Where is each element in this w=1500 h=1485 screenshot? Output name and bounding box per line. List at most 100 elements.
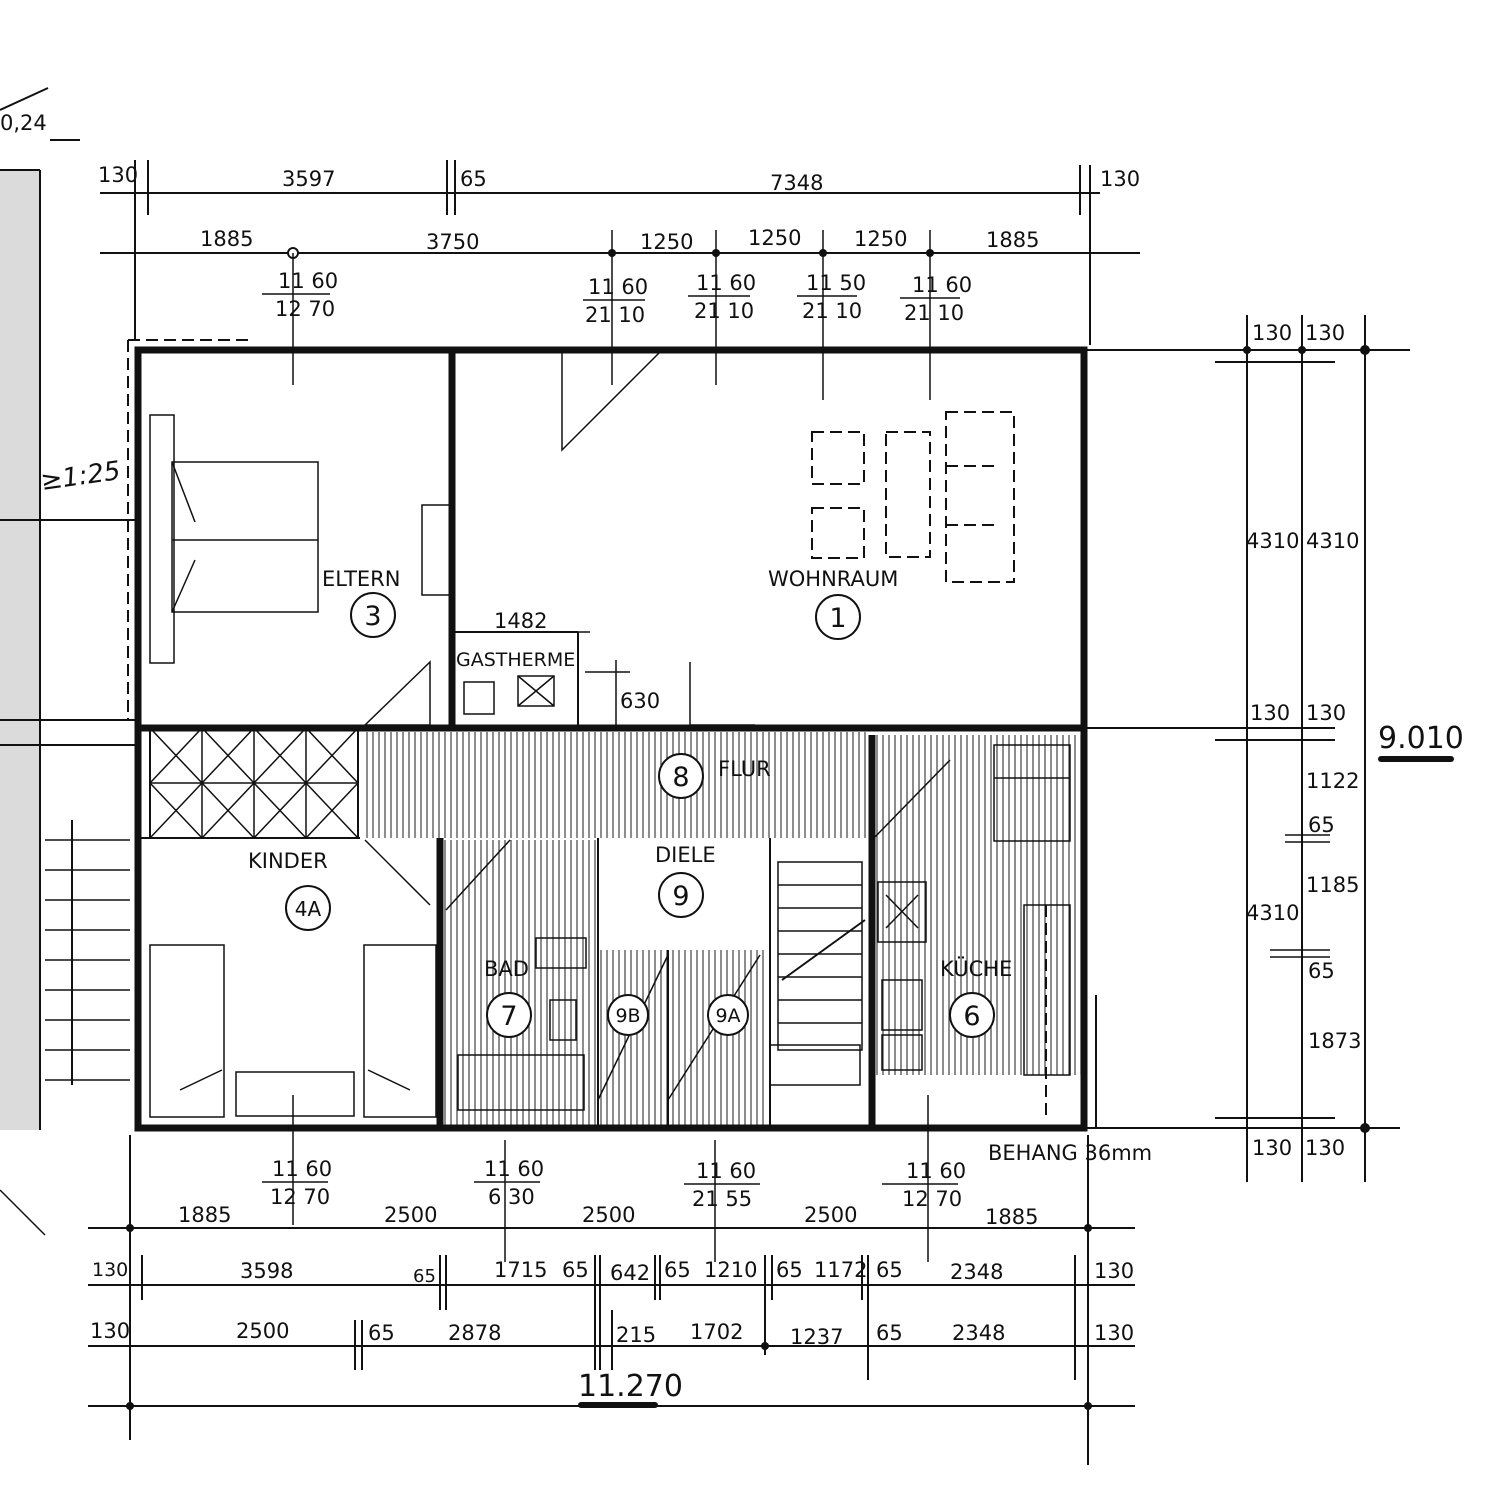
svg-text:11 60: 11 60 (912, 273, 972, 297)
dim-right-inner-2: 130 (1306, 701, 1346, 725)
dim-bottom3-6: 1237 (790, 1325, 843, 1349)
dim-top2-0: 1885 (200, 227, 253, 251)
opening-dim-top-4: 11 60 21 10 (900, 273, 972, 325)
sink (535, 937, 587, 969)
dim-bottom2-3: 1715 (494, 1258, 547, 1282)
svg-text:21 55: 21 55 (692, 1187, 752, 1211)
room-labels: ELTERN 3 WOHNRAUM 1 KINDER 4A FLUR 8 DIE… (248, 567, 1012, 1038)
svg-text:6 30: 6 30 (488, 1185, 535, 1209)
dim-1482: 1482 (494, 609, 547, 633)
nightstand (421, 504, 451, 596)
room-label-eltern: ELTERN (322, 567, 400, 591)
dim-bottom3-5: 1702 (690, 1320, 743, 1344)
svg-text:21 10: 21 10 (904, 301, 964, 325)
dim-bottom2-7: 1210 (704, 1258, 757, 1282)
room-number-eltern: 3 (364, 601, 381, 632)
dim-top1-0: 130 (98, 163, 138, 187)
door-eltern (363, 660, 431, 726)
svg-text:11 50: 11 50 (806, 271, 866, 295)
dim-bottom3-7: 65 (876, 1321, 903, 1345)
dim-bottom2-1: 3598 (240, 1259, 293, 1283)
dim-top1-3: 7348 (770, 171, 823, 195)
opening-dim-bottom-2: 11 60 21 55 (684, 1159, 760, 1211)
room-number-diele: 9 (672, 881, 689, 912)
desk (235, 1071, 355, 1117)
left-adjacent-structure: 0,24 ≥1:25 (0, 87, 135, 1236)
furniture (149, 411, 1097, 1128)
toilet (549, 999, 577, 1041)
dim-right-inner-8: 130 (1305, 1136, 1345, 1160)
dim-bottom2-10: 65 (876, 1258, 903, 1282)
svg-text:11 60: 11 60 (278, 269, 338, 293)
dim-bottom3-8: 2348 (952, 1321, 1005, 1345)
dim-top2-2: 1250 (640, 230, 693, 254)
dim-bottom1-3: 2500 (804, 1203, 857, 1227)
room-label-kinder: KINDER (248, 849, 328, 873)
svg-text:21 10: 21 10 (585, 303, 645, 327)
dim-right-outer-0: 130 (1252, 321, 1292, 345)
dim-top2-3: 1250 (748, 226, 801, 250)
dim-top1-4: 130 (1100, 167, 1140, 191)
corner-dimension-label: 0,24 (0, 111, 47, 135)
double-bed (149, 414, 175, 664)
dim-bottom3-2: 65 (368, 1321, 395, 1345)
svg-text:21 10: 21 10 (802, 299, 862, 323)
dim-bottom3-9: 130 (1094, 1321, 1134, 1345)
dim-bottom3-1: 2500 (236, 1319, 289, 1343)
wardrobe-block (149, 727, 359, 839)
dim-bottom1-4: 1885 (985, 1205, 1038, 1229)
room-label-gastherme: GASTHERME (456, 649, 575, 671)
dim-right-inner-0: 130 (1305, 321, 1345, 345)
sofa (945, 411, 1015, 583)
behang-label: BEHANG 36mm (988, 1141, 1152, 1165)
child-bed (363, 944, 437, 1118)
dim-bottom2-0: 130 (92, 1259, 128, 1281)
bathtub (457, 1054, 585, 1111)
dim-right-inner-3: 1122 (1306, 769, 1359, 793)
svg-text:11 60: 11 60 (484, 1157, 544, 1181)
opening-dim-top-1: 11 60 21 10 (583, 275, 648, 327)
room-number-wohnraum: 1 (829, 603, 846, 634)
dim-bottom2-6: 65 (664, 1258, 691, 1282)
child-bed (149, 944, 225, 1118)
door-wohnraum-flur (689, 662, 755, 726)
room-number-flur: 8 (672, 762, 689, 793)
dim-bottom1-2: 2500 (582, 1203, 635, 1227)
room-label-kueche: KÜCHE (940, 956, 1012, 981)
fridge (881, 1034, 923, 1071)
kitchen-counter (993, 744, 1071, 842)
stove (881, 979, 923, 1031)
bottom-dimensions: BEHANG 36mm 11 60 12 70 11 60 6 30 11 60… (88, 1095, 1152, 1465)
dim-right-outer-1: 4310 (1246, 529, 1299, 553)
opening-dim-top-0: 11 60 12 70 (262, 269, 338, 321)
svg-text:12 70: 12 70 (270, 1185, 330, 1209)
total-height-label: 9.010 (1378, 721, 1464, 756)
opening-dim-bottom-0: 11 60 12 70 (262, 1157, 332, 1209)
dim-top2-4: 1250 (854, 227, 907, 251)
dim-bottom2-8: 65 (776, 1258, 803, 1282)
room-label-wohnraum: WOHNRAUM (768, 567, 898, 591)
svg-text:12 70: 12 70 (902, 1187, 962, 1211)
room-label-bad: BAD (484, 957, 529, 981)
outer-walls (127, 339, 1088, 1132)
opening-dim-bottom-1: 11 60 6 30 (474, 1157, 544, 1209)
opening-dim-top-2: 11 60 21 10 (688, 271, 756, 323)
room-number-bad: 7 (500, 1001, 517, 1032)
armchair (811, 431, 865, 485)
dim-right-inner-6: 65 (1308, 959, 1335, 983)
dim-top2-1: 3750 (426, 230, 479, 254)
door-kinder (364, 839, 431, 906)
dim-right-outer-4: 130 (1252, 1136, 1292, 1160)
svg-text:11 60: 11 60 (906, 1159, 966, 1183)
dim-right-inner-1: 4310 (1306, 529, 1359, 553)
dim-top1-2: 65 (460, 167, 487, 191)
door-wohnraum (561, 350, 661, 452)
hatched-areas (362, 732, 1082, 1126)
room-label-diele: DIELE (655, 843, 716, 867)
staircase (769, 861, 866, 1086)
room-label-flur: FLUR (718, 757, 771, 781)
svg-text:11 60: 11 60 (696, 1159, 756, 1183)
dim-bottom3-0: 130 (90, 1319, 130, 1343)
dim-right-outer-2: 130 (1250, 701, 1290, 725)
